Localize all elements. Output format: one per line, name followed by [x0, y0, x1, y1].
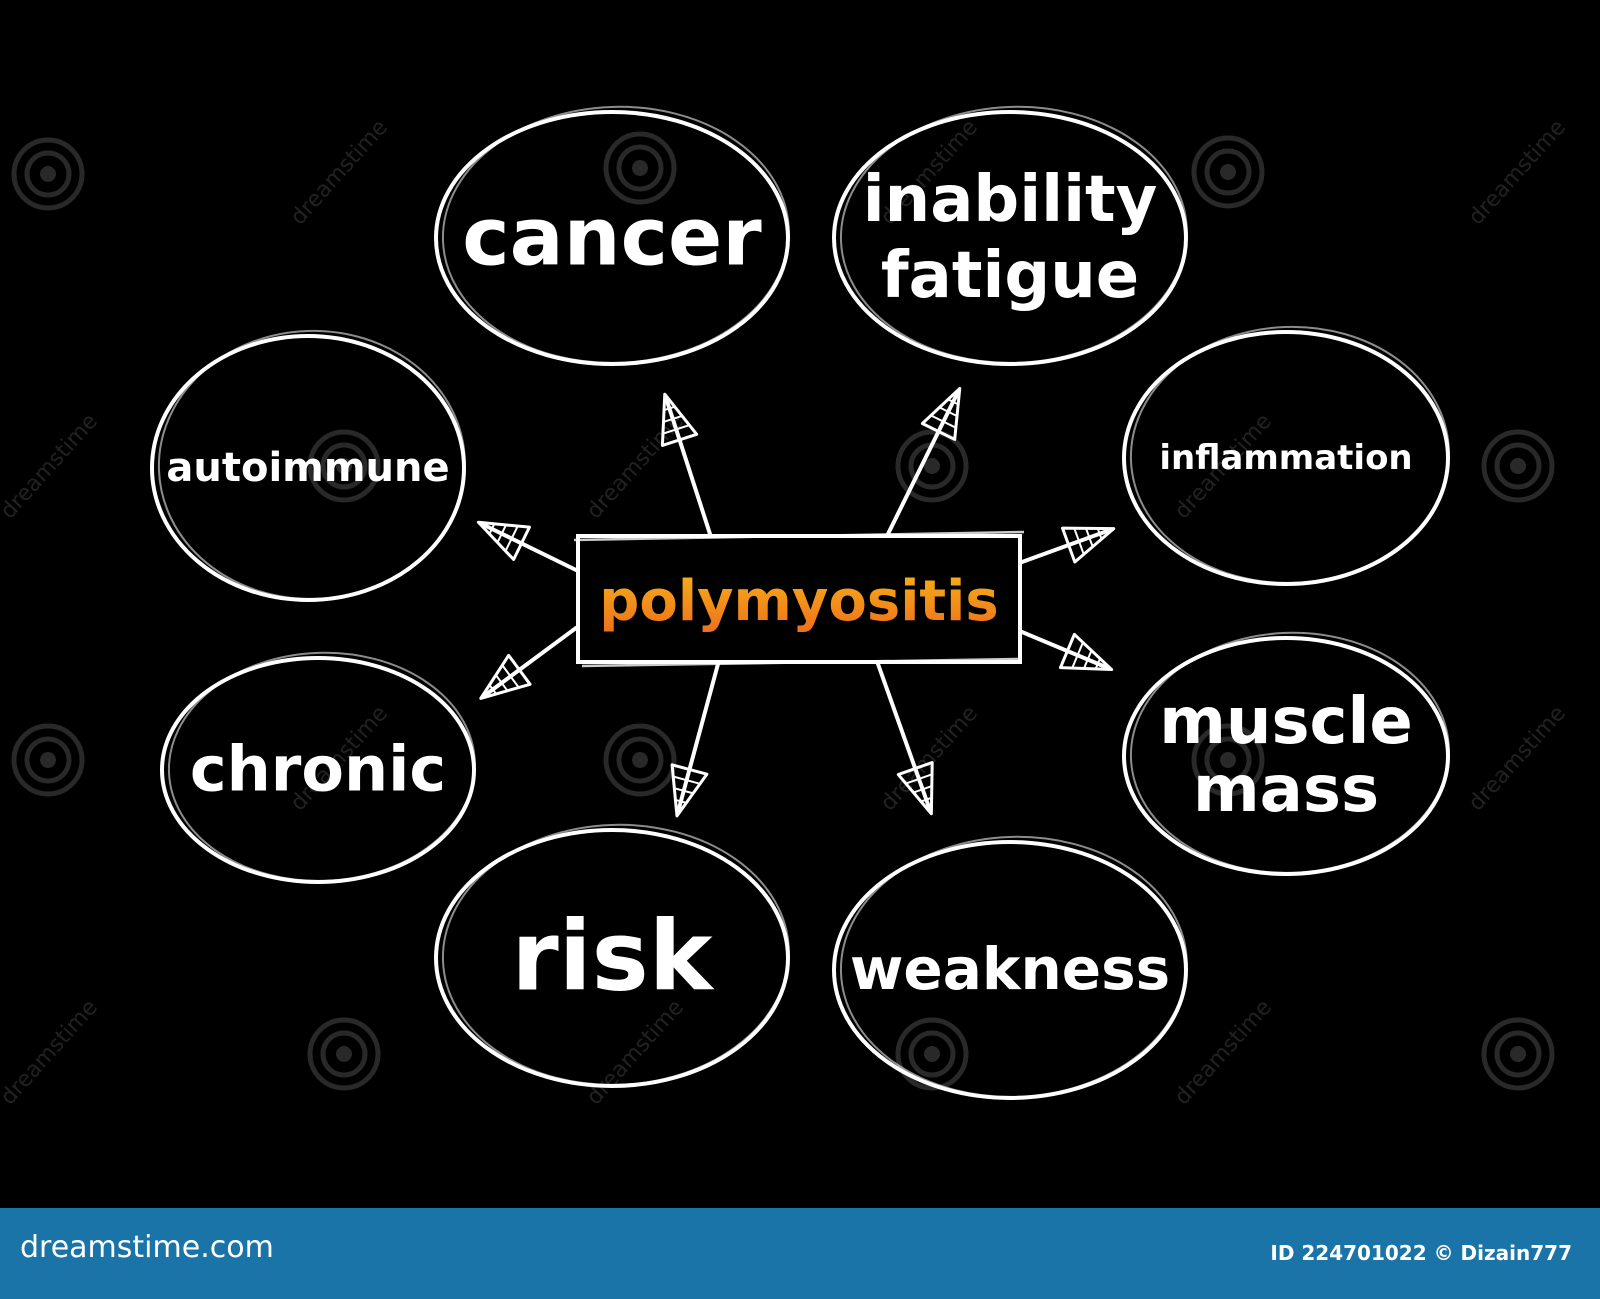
arrow-cancer [660, 392, 712, 536]
arrow-risk [670, 662, 720, 818]
watermark-text: dreamstime [0, 409, 103, 524]
node-chronic-label: chronic [190, 732, 446, 805]
arrow-muscle-mass [1020, 630, 1114, 672]
node-cancer-label: cancer [462, 190, 762, 283]
watermark-text: dreamstime [1170, 995, 1277, 1110]
node-inability-fatigue-sketch [839, 105, 1188, 364]
footer-brand[interactable]: dreamstime.com [20, 1230, 274, 1265]
node-chronic: chronic [160, 651, 476, 884]
mind-map-board: dreamstime dreamstime dreamstime dreamstime… [0, 105, 1571, 1111]
node-inability-fatigue-label: fatigue [881, 239, 1139, 313]
node-risk: risk [434, 823, 790, 1088]
node-muscle-mass-label: muscle [1159, 685, 1413, 759]
arrow-chronic [479, 626, 578, 700]
watermark-logo-icon [1481, 1017, 1555, 1091]
watermark-text: dreamstime [582, 409, 689, 524]
watermark-logo-icon [603, 723, 677, 797]
watermark-text: dreamstime [286, 115, 393, 230]
node-risk-label: risk [511, 901, 714, 1013]
node-autoimmune-label: autoimmune [166, 445, 449, 491]
footer-bar: dreamstime.com ID 224701022 © Dizain777 [0, 1208, 1600, 1299]
node-risk-sketch [441, 823, 790, 1086]
mind-map-diagram: dreamstime dreamstime dreamstime dreamstime… [0, 105, 1571, 1110]
footer-image-id: ID 224701022 © Dizain777 [1270, 1241, 1572, 1265]
watermark-text: dreamstime [1464, 115, 1571, 230]
arrow-layer [476, 386, 1116, 818]
watermark-logo-icon [1191, 723, 1265, 797]
arrow-inability-fatigue [886, 386, 962, 536]
node-weakness-label: weakness [850, 935, 1170, 1003]
node-autoimmune: autoimmune [150, 329, 466, 602]
node-inability-fatigue-label: inability [863, 163, 1158, 237]
node-weakness-sketch [839, 835, 1188, 1098]
node-autoimmune-sketch [157, 329, 466, 600]
node-inflammation-label: inflammation [1159, 438, 1412, 478]
arrow-inflammation [1020, 526, 1116, 564]
center-label: polymyositis [599, 569, 998, 634]
arrow-weakness [876, 662, 934, 816]
node-inflammation: inflammation [1122, 325, 1450, 586]
node-cancer: cancer [434, 105, 790, 366]
watermark-text: dreamstime [1464, 701, 1571, 816]
watermark-logo-icon [603, 131, 677, 205]
node-cancer-sketch [441, 105, 790, 364]
node-weakness: weakness [832, 835, 1188, 1100]
node-muscle-mass-sketch [1129, 631, 1450, 874]
watermark-logo-icon [1191, 135, 1265, 209]
watermark-logo-icon [11, 137, 85, 211]
node-chronic-sketch [167, 651, 476, 882]
watermark-logo-icon [1481, 429, 1555, 503]
center-box-sketch [573, 530, 1025, 668]
node-inflammation-sketch [1129, 325, 1450, 584]
watermark-text: dreamstime [0, 995, 103, 1110]
watermark-logo-icon [307, 1017, 381, 1091]
watermark-logo-icon [11, 723, 85, 797]
center-node: polymyositis [573, 530, 1025, 668]
node-muscle-mass-label: mass [1193, 753, 1379, 827]
arrow-autoimmune [476, 520, 578, 572]
watermark-logo-icon [307, 429, 381, 503]
watermark-logo-icon [895, 1017, 969, 1091]
